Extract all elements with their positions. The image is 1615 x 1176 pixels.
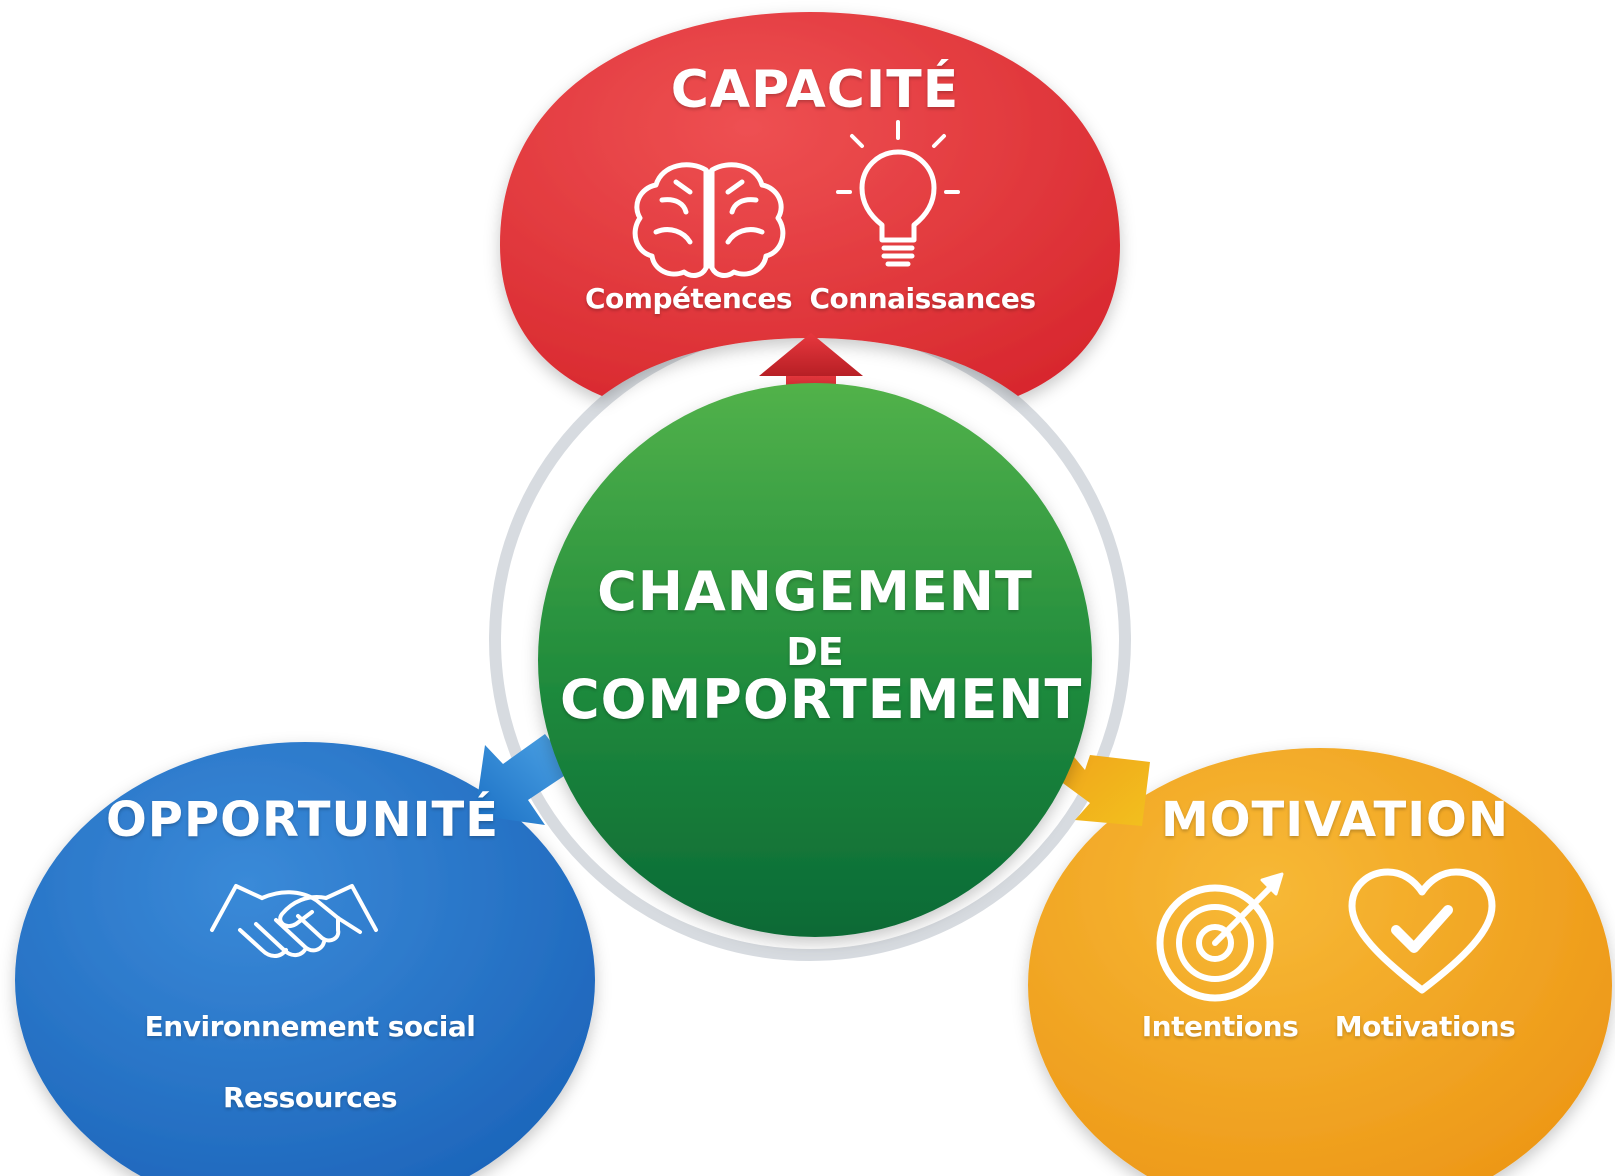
center-line-1: CHANGEMENT [597,560,1033,623]
opportunite-title: OPPORTUNITÉ [105,792,500,848]
handshake-icon [210,884,378,958]
heart-check-icon [1348,868,1496,994]
capacite-item-connaissances: Connaissances [809,282,1036,315]
motivation-title: MOTIVATION [1160,792,1510,848]
arrow-opportunite [475,734,573,825]
brain-icon [632,162,786,278]
center-circle [538,383,1092,937]
motivation-region [1028,748,1612,1176]
opportunite-item-environnement: Environnement social [144,1010,476,1043]
center-line-3: COMPORTEMENT [560,668,1083,731]
motivation-item-intentions: Intentions [1141,1010,1299,1043]
opportunite-item-ressources: Ressources [222,1081,398,1114]
motivation-item-motivations: Motivations [1334,1010,1516,1043]
capacite-region [500,12,1120,396]
capacite-title: CAPACITÉ [670,60,960,120]
target-icon [1156,872,1284,1002]
capacite-item-competences: Compétences [585,282,793,315]
lightbulb-icon [836,120,960,267]
center-line-2: DE [786,630,844,674]
